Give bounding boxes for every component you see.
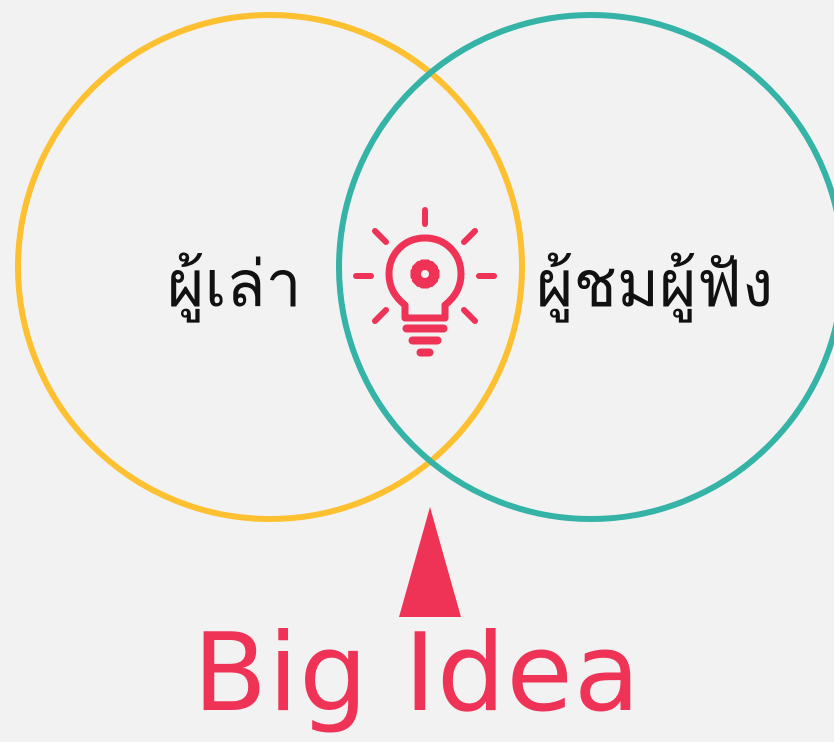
gear-hole xyxy=(420,269,430,279)
big-idea-label: Big Idea xyxy=(192,611,641,736)
lightbulb-gear-icon xyxy=(353,207,497,357)
right-set-label: ผู้ชมผู้ฟัง xyxy=(536,248,774,322)
left-set-label: ผู้เล่า xyxy=(167,248,302,322)
left-set-circle xyxy=(15,12,525,522)
up-arrow-icon xyxy=(399,507,461,617)
right-set-circle xyxy=(336,12,834,522)
